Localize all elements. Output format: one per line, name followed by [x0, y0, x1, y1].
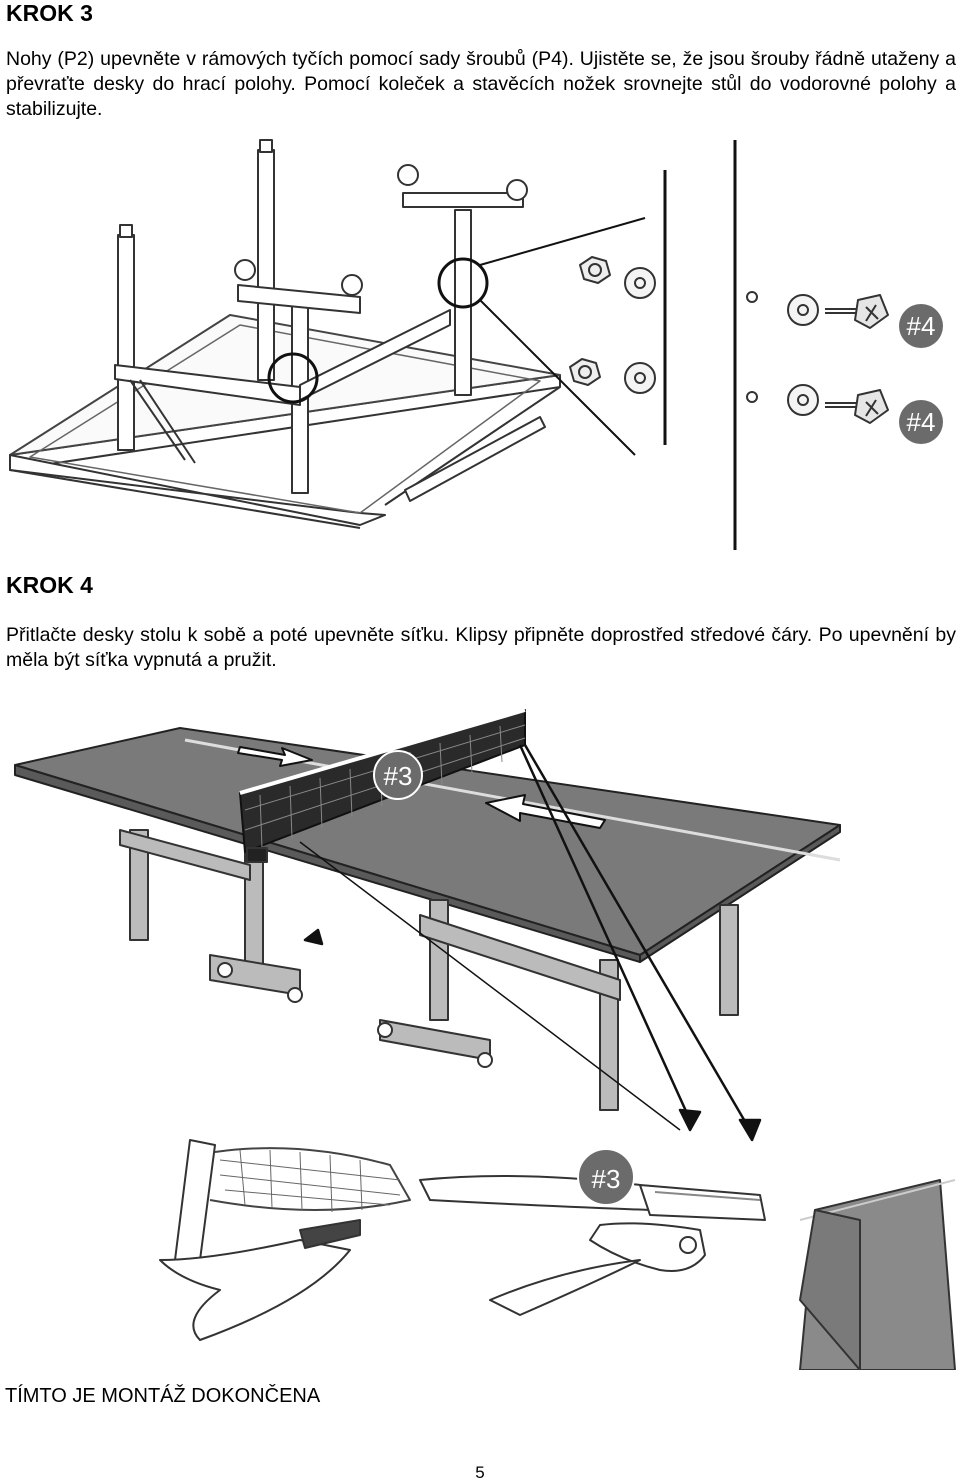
part-badge-3-clip: #3	[577, 1148, 635, 1206]
arrow-right-icon	[237, 746, 313, 767]
washer-icon	[624, 267, 656, 299]
step3-heading: KROK 3	[6, 0, 93, 26]
hex-nut-icon	[579, 256, 611, 284]
bolt-icon	[825, 402, 858, 408]
washer-icon	[624, 362, 656, 394]
part-badge-4-bottom: #4	[899, 400, 943, 444]
right-leg-assembly	[397, 164, 528, 396]
detail-circle-left-leg	[267, 352, 319, 404]
svg-text:#3: #3	[384, 761, 413, 791]
part-badge-4-top: #4	[899, 304, 943, 348]
svg-text:#3: #3	[592, 1164, 621, 1194]
step4-instructions: Přitlačte desky stolu k sobě a poté upev…	[6, 624, 956, 671]
detail-circle-right-leg	[437, 257, 489, 309]
arrow-left-icon	[485, 794, 606, 829]
hex-nut-icon	[569, 358, 601, 386]
step3-instructions: Nohy (P2) upevněte v rámových tyčích pom…	[6, 48, 956, 120]
bolt-icon	[825, 308, 858, 314]
svg-text:#4: #4	[907, 311, 936, 341]
table-legs	[119, 829, 739, 1111]
table-edge-detail	[799, 1179, 956, 1370]
step4-heading: KROK 4	[6, 572, 93, 598]
step4-net-illustration: #3 #3	[14, 708, 956, 1370]
washer-icon	[787, 384, 819, 416]
step3-assembly-illustration: #4 #4	[9, 139, 943, 550]
svg-text:#4: #4	[907, 407, 936, 437]
left-leg-assembly	[114, 139, 451, 494]
part-badge-3-table: #3	[373, 750, 423, 800]
washer-icon	[787, 294, 819, 326]
upturned-table-frame	[9, 314, 561, 529]
hardware-detail	[569, 140, 889, 550]
completion-footer: TÍMTO JE MONTÁŽ DOKONČENA	[5, 1385, 321, 1407]
page-number: 5	[475, 1463, 485, 1482]
net-clip-mounted	[159, 1139, 411, 1341]
